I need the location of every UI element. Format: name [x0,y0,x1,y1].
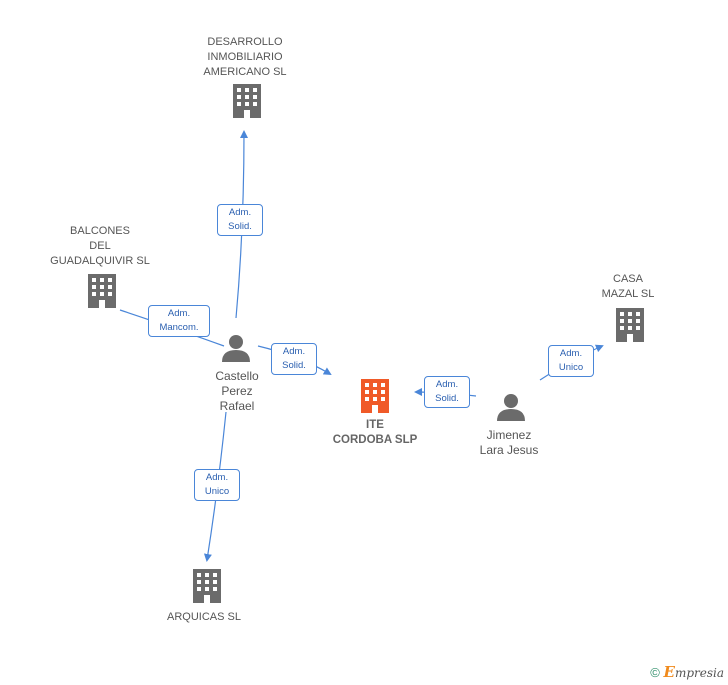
brand-logo: Empresia [663,663,725,681]
edge-label-jimenez-ite: Adm. Solid. [424,376,470,408]
building-icon[interactable] [193,569,221,603]
node-label-desarrollo[interactable]: DESARROLLO INMOBILIARIO AMERICANO SL [203,36,287,78]
node-label-arquicas[interactable]: ARQUICAS SL [167,611,241,623]
person-label-castello[interactable]: Castello Perez Rafael [215,369,259,413]
building-icon[interactable] [616,308,644,342]
edge-label-castello-balcones: Adm. Mancom. [148,305,210,337]
node-label-balcones[interactable]: BALCONES DEL GUADALQUIVIR SL [50,225,150,267]
edge-label-castello-ite: Adm. Solid. [271,343,317,375]
building-icon[interactable] [233,84,261,118]
building-icon[interactable] [361,379,389,413]
person-icon[interactable] [222,335,250,362]
edge-label-castello-arquicas: Adm. Unico [194,469,240,501]
edge-label-jimenez-casa: Adm. Unico [548,345,594,377]
edge-label-castello-desarrollo: Adm. Solid. [217,204,263,236]
node-label-ite[interactable]: ITE CORDOBA SLP [332,419,418,446]
copyright-footer: © Empresia [650,663,724,681]
person-label-jimenez[interactable]: Jimenez Lara Jesus [479,428,539,457]
person-icon[interactable] [497,394,525,421]
node-label-casa[interactable]: CASA MAZAL SL [601,273,655,300]
copyright-icon: © [650,665,660,680]
building-icon[interactable] [88,274,116,308]
